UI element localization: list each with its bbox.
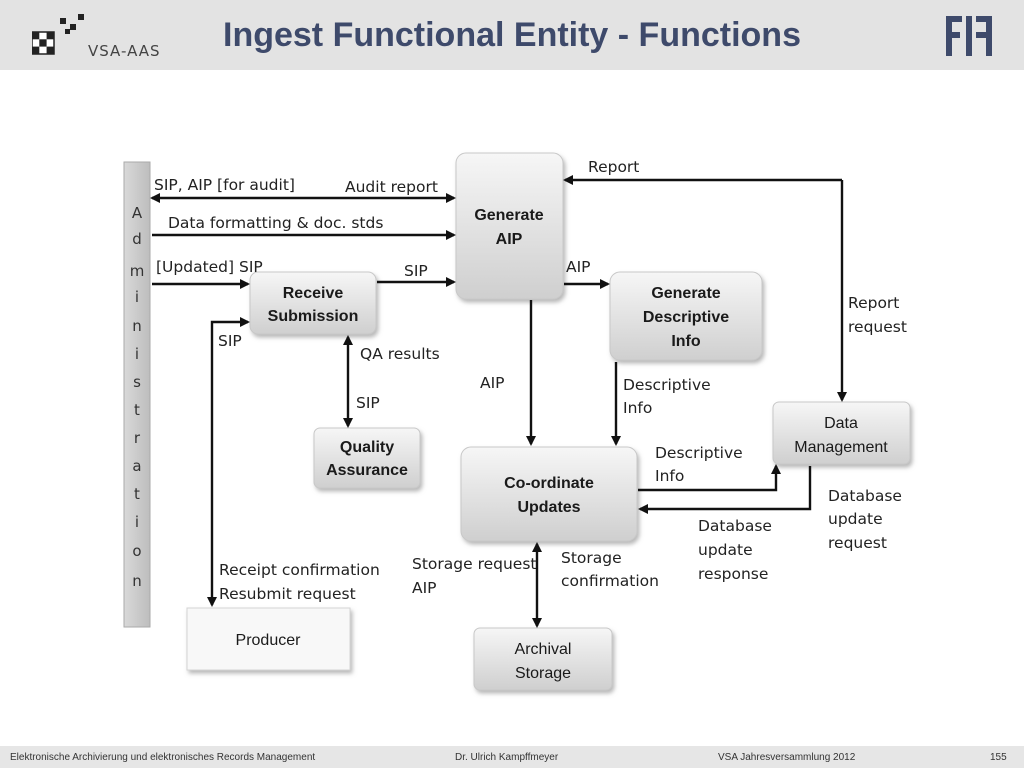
flow-label: Resubmit request [219, 585, 356, 603]
logo-text: VSA-AAS [88, 42, 161, 60]
box-label: AIP [496, 231, 523, 248]
arrow-db-response [638, 466, 812, 514]
box-label: Updates [517, 499, 580, 516]
flow-arrows [150, 175, 847, 628]
flow-label: Info [623, 399, 652, 417]
footer-course: Elektronische Archivierung und elektroni… [10, 752, 316, 763]
footer-bar: Elektronische Archivierung und elektroni… [0, 746, 1024, 768]
flow-label: [Updated] SIP [156, 258, 263, 276]
flow-label: SIP [218, 332, 242, 350]
flow-label: request [848, 318, 907, 336]
data-management-box: Data Management [772, 401, 911, 465]
flow-label: update [698, 541, 753, 559]
flow-label: SIP [356, 394, 380, 412]
footer-event: VSA Jahresversammlung 2012 [718, 752, 856, 763]
box-label: Submission [268, 308, 359, 325]
arrow-descriptive-right [638, 464, 781, 492]
box-label: Generate [651, 285, 720, 302]
admin-letter: d [132, 230, 142, 248]
box-label: Storage [515, 665, 571, 682]
box-label: Info [671, 333, 701, 350]
flow-labels: SIP, AIP [for audit] Audit report Data f… [154, 158, 907, 603]
flow-label: response [698, 565, 768, 583]
admin-letter: a [132, 457, 141, 475]
box-label: Management [794, 439, 888, 456]
page-title: Ingest Functional Entity - Functions [223, 16, 801, 54]
flow-label: Report [588, 158, 639, 176]
flow-label: SIP, AIP [for audit] [154, 176, 295, 194]
box-label: Descriptive [643, 309, 729, 326]
admin-letter: s [133, 373, 141, 391]
flow-label: AIP [480, 374, 505, 392]
box-label: Data [824, 415, 858, 432]
flow-label: Audit report [345, 178, 438, 196]
generate-descriptive-info-box: Generate Descriptive Info [609, 271, 763, 361]
flow-label: Data formatting & doc. stds [168, 214, 383, 232]
box-label: Generate [474, 207, 543, 224]
box-label: Co-ordinate [504, 475, 594, 492]
producer-box: Producer [186, 607, 351, 671]
receive-submission-box: Receive Submission [249, 271, 377, 335]
flow-label: Database [828, 487, 902, 505]
flow-label: update [828, 510, 883, 528]
flow-label: AIP [566, 258, 591, 276]
flow-label: QA results [360, 345, 440, 363]
box-label: Archival [515, 641, 572, 658]
archival-storage-box: Archival Storage [473, 627, 613, 691]
admin-letter: A [132, 204, 143, 222]
header-bar: VSA-AAS Ingest Functional Entity - Funct… [0, 0, 1024, 70]
admin-letter: i [135, 345, 139, 363]
admin-letter: i [135, 513, 139, 531]
footer-author: Dr. Ulrich Kampffmeyer [455, 752, 559, 763]
box-label: Receive [283, 285, 344, 302]
flow-label: Receipt confirmation [219, 561, 380, 579]
coordinate-updates-box: Co-ordinate Updates [460, 446, 638, 542]
box-label: Producer [236, 632, 302, 649]
box-label: Quality [340, 439, 394, 456]
footer-page-number: 155 [990, 752, 1007, 763]
flow-label: Info [655, 467, 684, 485]
generate-aip-box: Generate AIP [455, 152, 564, 300]
flow-label: SIP [404, 262, 428, 280]
box-label: Assurance [326, 462, 408, 479]
vsa-logo-icon [32, 14, 84, 55]
flow-label: AIP [412, 579, 437, 597]
flow-label: Descriptive [623, 376, 711, 394]
admin-letter: i [135, 288, 139, 306]
flow-label: Descriptive [655, 444, 743, 462]
administration-bar: A d m i n i s t r a t i o n [123, 161, 151, 628]
admin-letter: n [132, 317, 142, 335]
flow-label: confirmation [561, 572, 659, 590]
arrow-sip-producer [207, 317, 250, 607]
flow-label: Storage request [412, 555, 537, 573]
admin-letter: r [134, 429, 141, 447]
admin-letter: t [134, 485, 140, 503]
flow-label: request [828, 534, 887, 552]
flow-label: Database [698, 517, 772, 535]
flow-label: Storage [561, 549, 622, 567]
quality-assurance-box: Quality Assurance [313, 427, 421, 489]
admin-letter: o [132, 542, 141, 560]
pdf-logo-icon [946, 16, 992, 56]
admin-letter: n [132, 572, 142, 590]
admin-letter: m [130, 262, 145, 280]
flow-label: Report [848, 294, 899, 312]
admin-letter: t [134, 401, 140, 419]
